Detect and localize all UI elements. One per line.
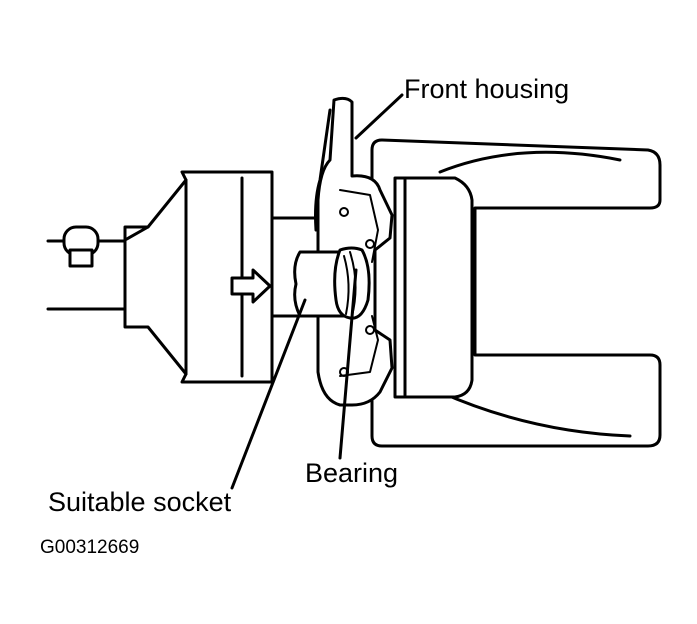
leader-lines: [230, 93, 404, 490]
knob-icon: [62, 225, 100, 268]
bearing: [333, 246, 371, 320]
label-suitable-socket: Suitable socket: [48, 487, 232, 517]
leader-suitable-socket: [230, 298, 307, 490]
label-bearing: Bearing: [305, 458, 398, 488]
holder-fixture: [370, 138, 662, 448]
leader-front-housing: [354, 93, 404, 140]
leader-bearing: [338, 268, 358, 460]
figure-id: G00312669: [40, 537, 139, 558]
label-front-housing: Front housing: [404, 74, 569, 104]
arrow-icon: [230, 268, 272, 304]
